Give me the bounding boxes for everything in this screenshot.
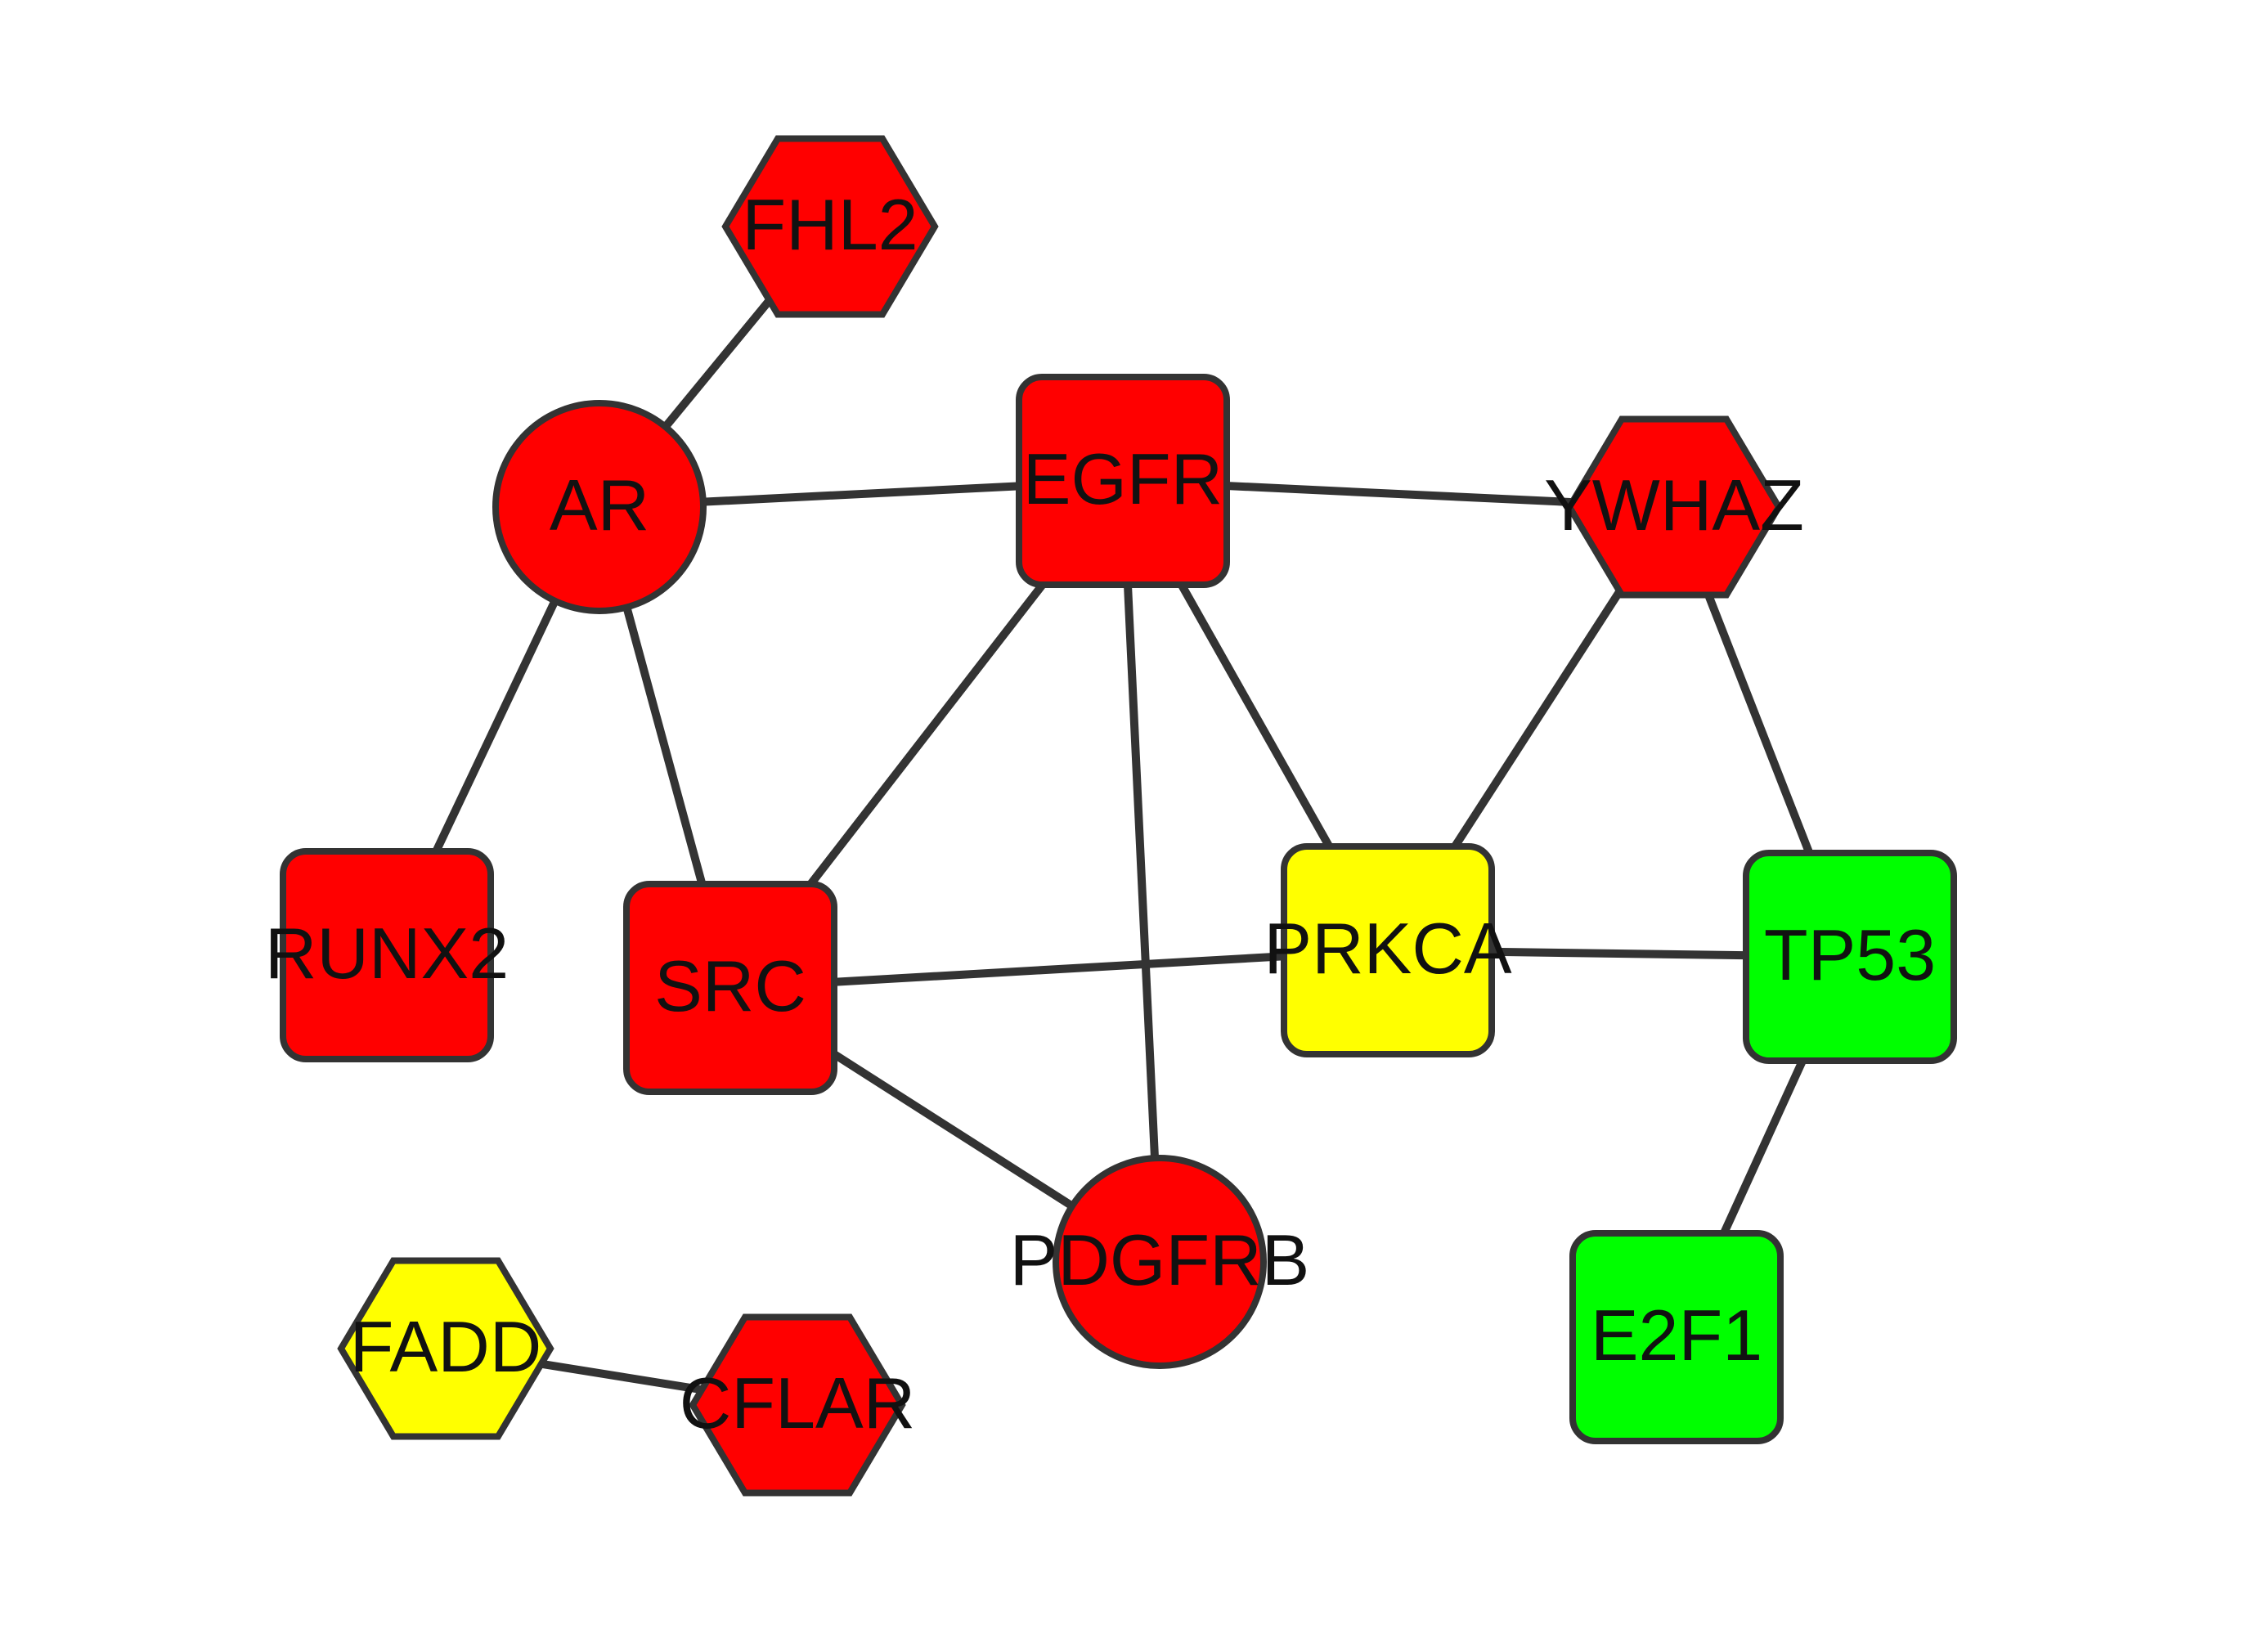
node-label-pdgfrb: PDGFRB — [1010, 1219, 1310, 1300]
node-fadd-hexagon — [337, 1257, 554, 1440]
node-label-ar: AR — [550, 465, 649, 545]
node-cflar[interactable]: CFLAR — [680, 1313, 916, 1497]
node-label-cflar: CFLAR — [680, 1362, 916, 1443]
node-tp53-rounded-square — [1743, 850, 1957, 1064]
node-e2f1[interactable]: E2F1 — [1569, 1230, 1784, 1444]
node-fhl2-hexagon — [721, 135, 939, 318]
node-ywhaz[interactable]: YWHAZ — [1544, 415, 1804, 599]
edge-egfr-pdgfrb — [1119, 480, 1164, 1263]
node-ywhaz-hexagon — [1565, 415, 1783, 599]
node-fhl2[interactable]: FHL2 — [721, 135, 939, 318]
node-label-fadd: FADD — [350, 1306, 542, 1387]
node-label-runx2: RUNX2 — [265, 913, 509, 994]
node-egfr-rounded-square — [1016, 374, 1230, 588]
node-label-e2f1: E2F1 — [1591, 1295, 1762, 1376]
node-e2f1-rounded-square — [1569, 1230, 1784, 1444]
node-label-src: SRC — [654, 945, 806, 1026]
node-fadd[interactable]: FADD — [337, 1257, 554, 1440]
node-runx2-rounded-square — [280, 848, 494, 1062]
node-ar[interactable]: AR — [492, 400, 707, 614]
node-label-egfr: EGFR — [1023, 438, 1223, 519]
node-egfr[interactable]: EGFR — [1016, 374, 1230, 588]
node-prkca[interactable]: PRKCA — [1264, 843, 1512, 1057]
node-cflar-hexagon — [689, 1313, 906, 1497]
node-label-tp53: TP53 — [1764, 914, 1936, 995]
node-prkca-rounded-square — [1281, 843, 1495, 1057]
node-ar-circle — [492, 400, 707, 614]
node-label-prkca: PRKCA — [1264, 908, 1511, 989]
node-tp53[interactable]: TP53 — [1743, 850, 1957, 1064]
node-label-ywhaz: YWHAZ — [1544, 465, 1804, 545]
node-pdgfrb[interactable]: PDGFRB — [1010, 1155, 1310, 1369]
node-src[interactable]: SRC — [623, 881, 837, 1095]
node-pdgfrb-circle — [1053, 1155, 1267, 1369]
edge-src-prkca — [729, 946, 1389, 992]
node-runx2[interactable]: RUNX2 — [265, 848, 509, 1062]
node-label-fhl2: FHL2 — [742, 184, 918, 265]
node-src-rounded-square — [623, 881, 837, 1095]
